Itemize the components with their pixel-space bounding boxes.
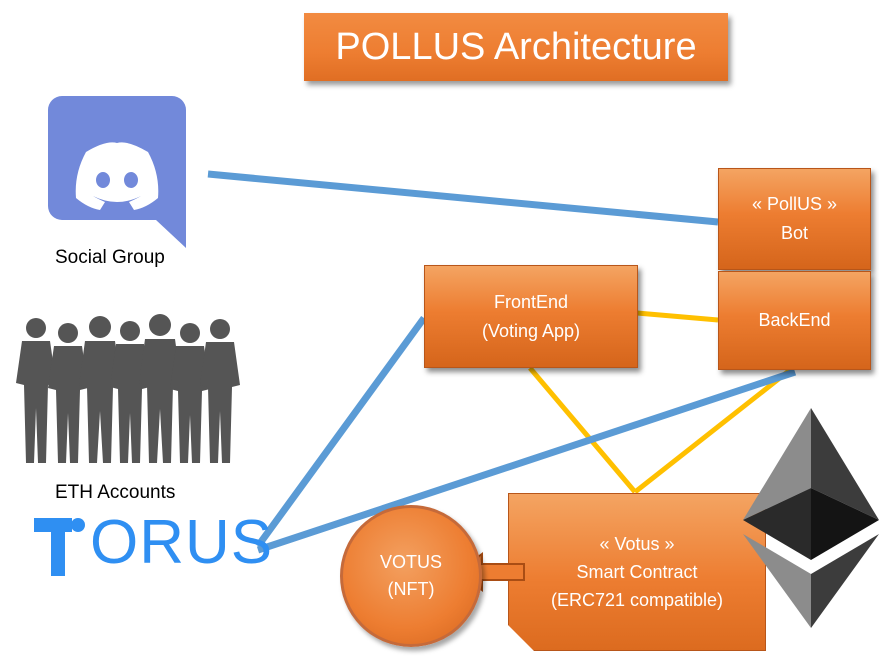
discord-bot-connector bbox=[207, 170, 719, 226]
backend-box: BackEnd bbox=[718, 271, 871, 370]
diagram-title: POLLUS Architecture bbox=[304, 13, 728, 81]
contract-line2: Smart Contract bbox=[576, 562, 698, 582]
eth-accounts-label: ETH Accounts bbox=[55, 482, 176, 503]
torus-logo-icon bbox=[34, 518, 85, 576]
ethereum-logo-icon bbox=[743, 408, 879, 628]
contract-line1: « Votus » bbox=[599, 534, 675, 554]
frontend-line1: FrontEnd bbox=[493, 291, 569, 312]
backend-label: BackEnd bbox=[758, 310, 831, 330]
contract-line3: (ERC721 compatible) bbox=[550, 590, 724, 610]
torus-wordmark: ORUS bbox=[90, 508, 274, 577]
bot-box: « PollUS » Bot bbox=[718, 168, 871, 270]
frontend-line2: (Voting App) bbox=[481, 320, 581, 341]
torus-frontend-connector bbox=[255, 315, 427, 549]
backend-contract-connector bbox=[633, 368, 792, 494]
frontend-contract-connector bbox=[528, 366, 637, 494]
nft-line1: VOTUS bbox=[379, 552, 442, 572]
torus-backend-connector bbox=[256, 368, 797, 554]
discord-icon bbox=[48, 96, 186, 248]
smart-contract-box: « Votus » Smart Contract (ERC721 compati… bbox=[508, 493, 766, 651]
nft-line2: (NFT) bbox=[387, 579, 435, 599]
social-group-label: Social Group bbox=[55, 247, 165, 268]
bot-line2: Bot bbox=[780, 223, 809, 243]
people-silhouette-icon bbox=[16, 314, 240, 463]
frontend-box: FrontEnd (Voting App) bbox=[424, 265, 638, 368]
frontend-backend-connector bbox=[636, 310, 719, 323]
votus-nft-circle: VOTUS (NFT) bbox=[340, 505, 482, 647]
bot-line1: « PollUS » bbox=[751, 194, 838, 214]
